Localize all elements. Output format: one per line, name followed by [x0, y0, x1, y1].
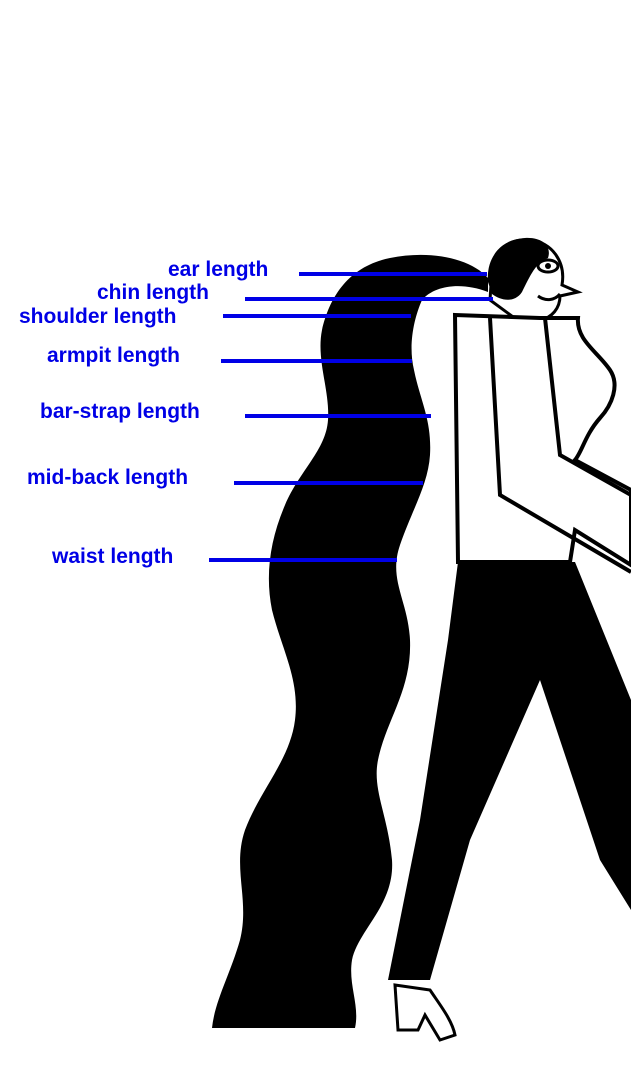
- ear-length-label: ear length: [168, 258, 269, 281]
- waist-length-leader: [209, 558, 397, 562]
- shoulder-length-label: shoulder length: [19, 305, 177, 328]
- waist-length-label: waist length: [52, 545, 174, 568]
- arm: [488, 317, 631, 574]
- hair: [212, 254, 488, 1028]
- mouth: [537, 292, 562, 302]
- bar-strap-length-label: bar-strap length: [40, 400, 200, 423]
- bar-strap-length-leader: [245, 414, 431, 418]
- shoulder-length-leader: [223, 314, 411, 318]
- mid-back-length-leader: [234, 481, 423, 485]
- mid-back-length-label: mid-back length: [27, 466, 189, 489]
- ear-length-leader: [299, 272, 487, 276]
- armpit-length-leader: [221, 359, 412, 363]
- trousers: [388, 562, 631, 980]
- head-hair: [487, 237, 549, 300]
- pupil: [545, 263, 551, 269]
- chin-length-leader: [245, 297, 493, 301]
- shirt: [452, 312, 631, 568]
- chin-length-label: chin length: [97, 281, 209, 304]
- foot: [393, 983, 457, 1042]
- armpit-length-label: armpit length: [47, 344, 181, 367]
